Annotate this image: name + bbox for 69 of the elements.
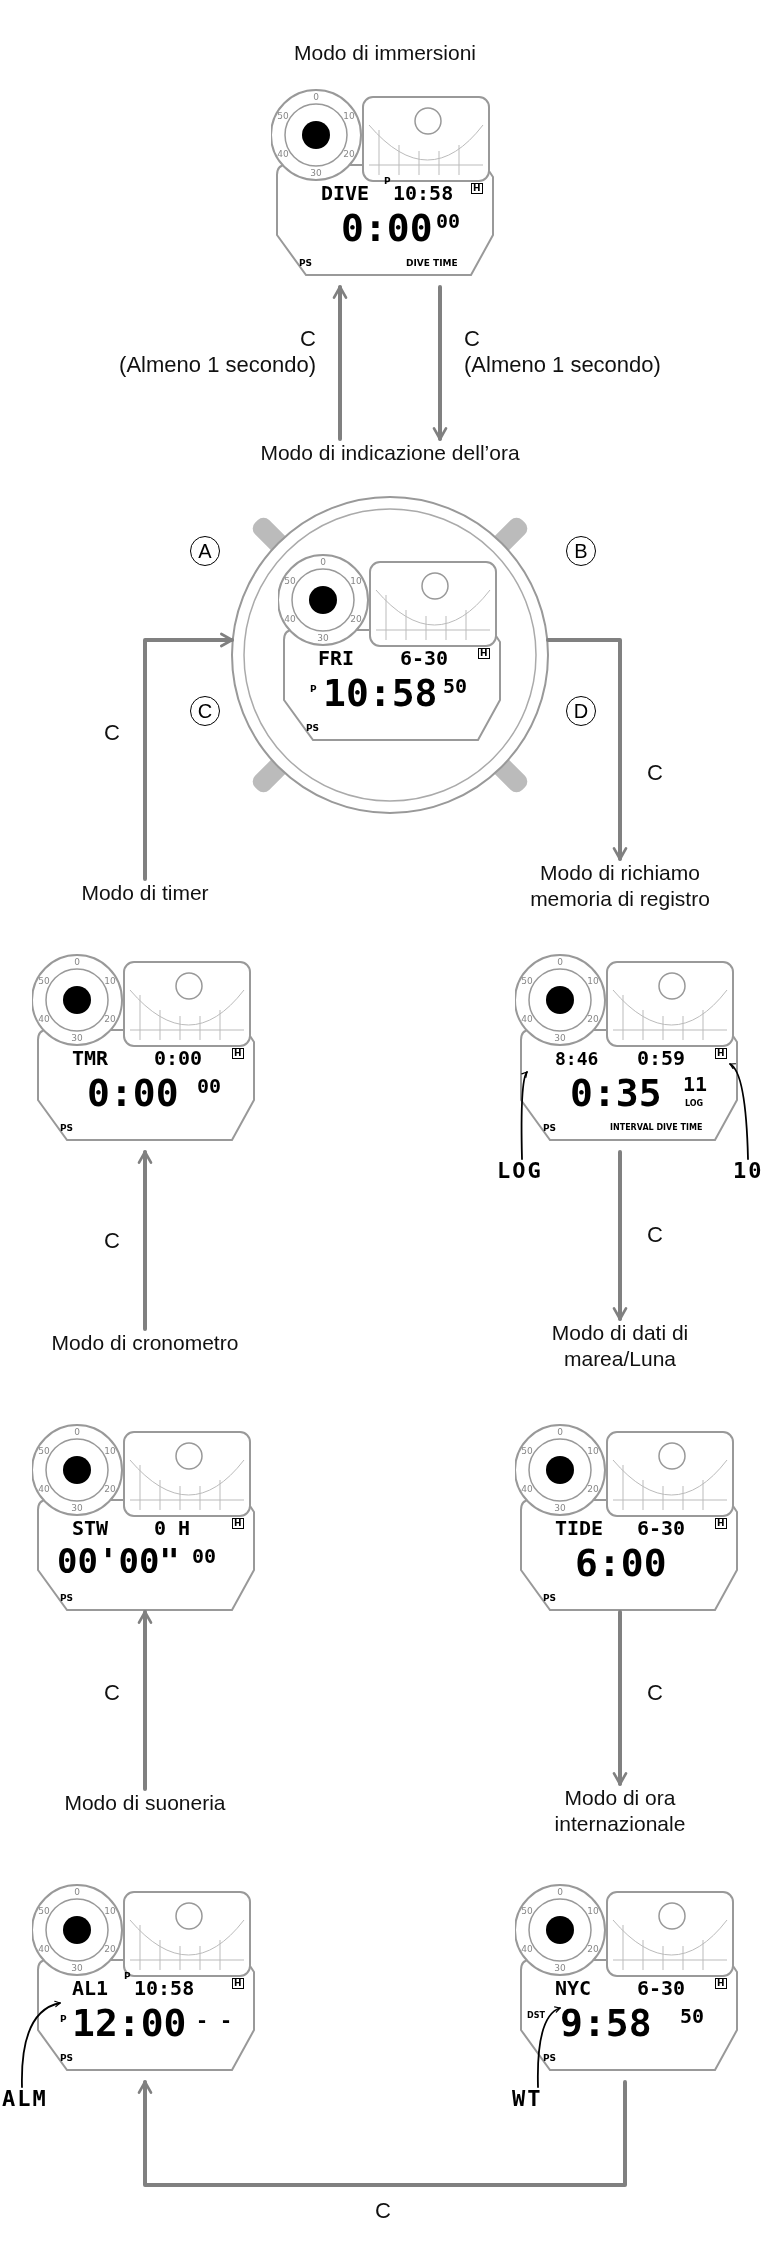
mode-title: Modo di richiamo memoria di registro: [529, 860, 711, 913]
dial-number: 0: [557, 957, 563, 967]
dial-number: 10: [587, 976, 599, 986]
dial-number: 20: [343, 149, 355, 159]
lcd-text: FRI: [318, 648, 355, 668]
dial-number: 0: [320, 557, 326, 567]
mode-title: Modo di dati di marea/Luna: [550, 1320, 690, 1373]
dial-number: 20: [587, 1484, 599, 1494]
mode-title: Modo di immersioni: [293, 40, 477, 66]
arrow: [612, 1150, 628, 1321]
dial-number: 20: [104, 1014, 116, 1024]
dial-number: 50: [38, 1446, 50, 1456]
callout-label: ALM: [2, 2088, 48, 2110]
dial-number: 10: [350, 576, 362, 586]
lcd-label: P: [310, 685, 317, 694]
dial-number: 40: [521, 1014, 533, 1024]
lcd-label: PS: [306, 724, 320, 733]
dial-number: 20: [350, 614, 362, 624]
dial-number: 40: [38, 1944, 50, 1954]
dial-number: 20: [104, 1944, 116, 1954]
mode-title: Modo di cronometro: [51, 1330, 239, 1356]
mode-title: Modo di timer: [81, 880, 209, 906]
dial-number: 50: [284, 576, 296, 586]
dial-number: 0: [313, 92, 319, 102]
dial-number: 40: [521, 1944, 533, 1954]
dial-number: 40: [284, 614, 296, 624]
lcd-text: 50: [443, 676, 468, 696]
mode-title: Modo di suoneria: [64, 1790, 226, 1816]
dial-number: 40: [38, 1014, 50, 1024]
callout-label: WT: [512, 2088, 543, 2110]
dial-number: 10: [587, 1446, 599, 1456]
callout-label: 10: [733, 1160, 764, 1182]
arrow: [612, 1610, 628, 1786]
dial-number: 0: [74, 957, 80, 967]
dial-number: 20: [587, 1014, 599, 1024]
dial-number: 0: [74, 1427, 80, 1437]
arrow: [137, 1610, 153, 1791]
indicator-label: H: [478, 648, 490, 659]
lcd-text: 6-30: [400, 648, 449, 668]
dial-number: 0: [557, 1427, 563, 1437]
dial-number: 20: [104, 1484, 116, 1494]
dial-number: 20: [587, 1944, 599, 1954]
arrow: [546, 638, 628, 861]
dial-number: 50: [521, 976, 533, 986]
dial-number: 10: [343, 111, 355, 121]
dial-number: 50: [277, 111, 289, 121]
dial-number: 0: [557, 1887, 563, 1897]
arrow: [137, 2080, 627, 2187]
mode-title: Modo di ora internazionale: [553, 1785, 687, 1838]
dial-number: 40: [38, 1484, 50, 1494]
dial-number: 10: [587, 1906, 599, 1916]
arrow: [143, 632, 234, 881]
dial-number: 40: [521, 1484, 533, 1494]
dial-number: 50: [521, 1446, 533, 1456]
dial-number: 10: [104, 976, 116, 986]
dial-number: 50: [521, 1906, 533, 1916]
lcd-text: 10:58: [323, 674, 438, 712]
dial-number: 40: [277, 149, 289, 159]
mode-title: Modo di indicazione dell’ora: [260, 440, 520, 466]
callout-label: LOG: [497, 1160, 543, 1182]
dial-number: 50: [38, 976, 50, 986]
arrow: [137, 1150, 153, 1331]
arrow: [432, 285, 448, 441]
dial-number: 0: [74, 1887, 80, 1897]
dial-number: 10: [104, 1446, 116, 1456]
dial-number: 50: [38, 1906, 50, 1916]
dial-number: 30: [317, 633, 329, 643]
dial-number: 10: [104, 1906, 116, 1916]
arrow: [332, 285, 348, 441]
